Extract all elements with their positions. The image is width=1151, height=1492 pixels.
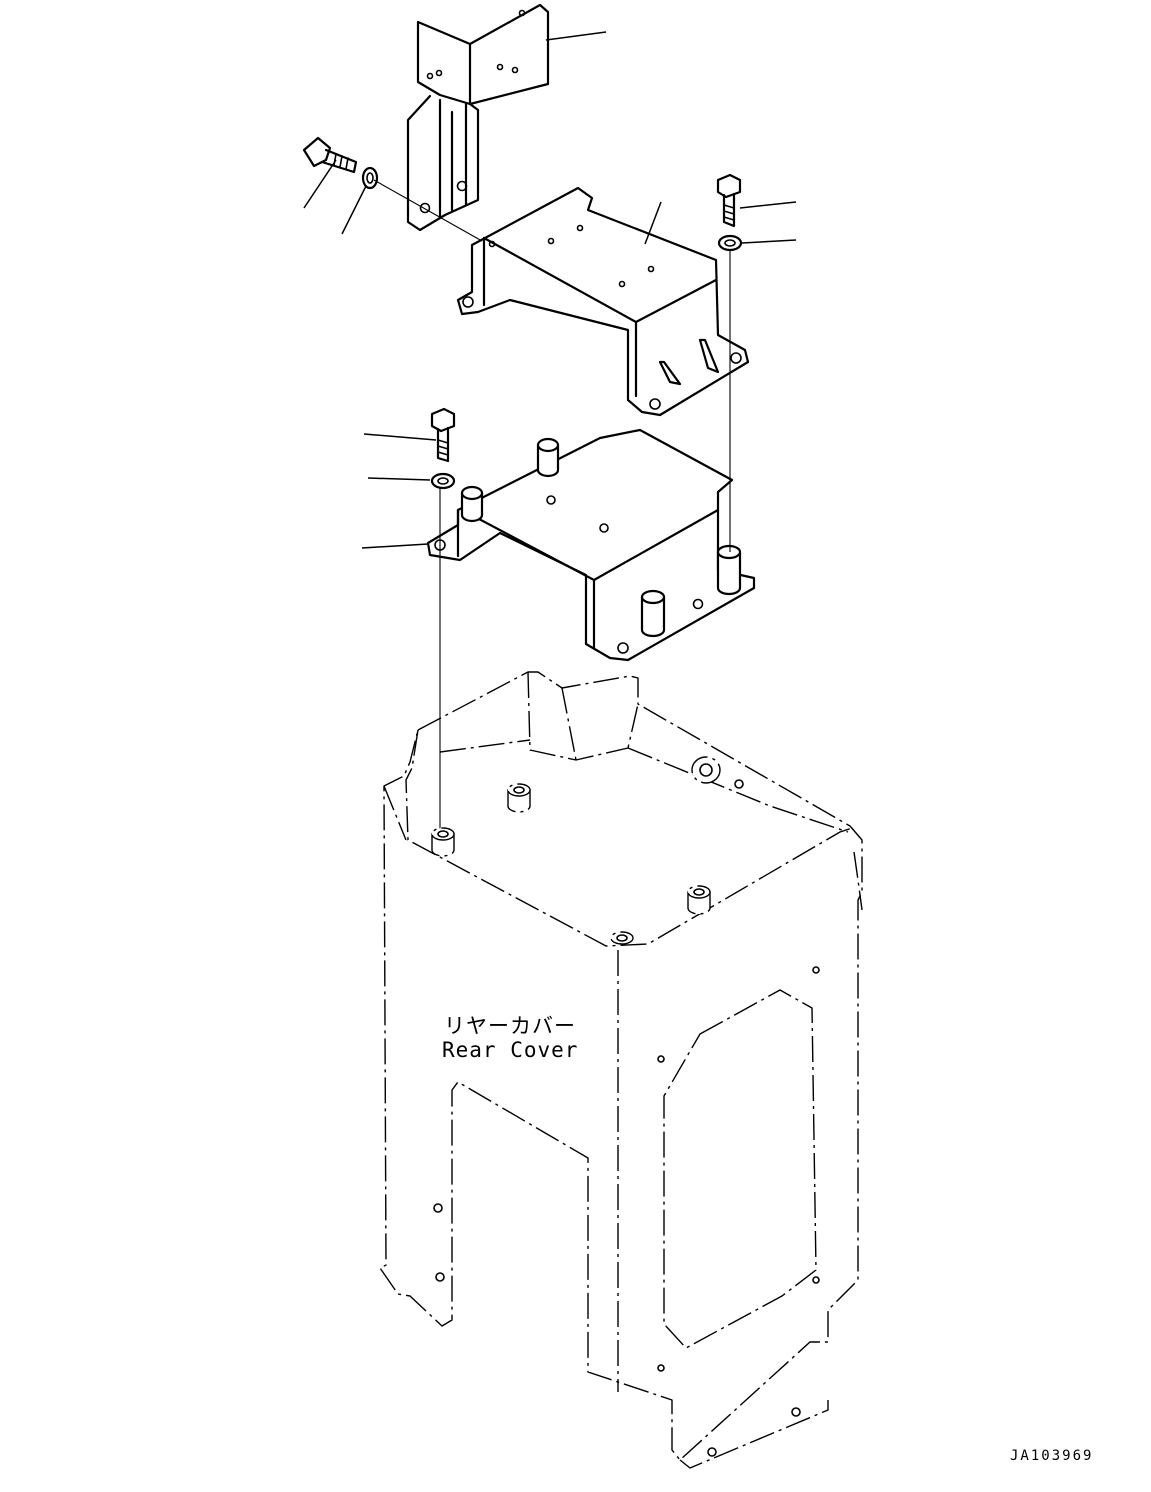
drawing-number: JA103969	[1010, 1448, 1094, 1464]
cover-boss	[431, 827, 455, 857]
bolt-lower-left	[430, 407, 456, 463]
rear-cover-phantom	[379, 671, 863, 1469]
leader-lines	[303, 31, 797, 549]
assembly-center-lines	[373, 179, 731, 830]
washer-lower-left	[430, 472, 456, 490]
upper-mount-bracket	[456, 186, 750, 417]
bolt-upper-right	[716, 173, 742, 228]
cover-boss	[691, 756, 721, 784]
bolt-upper-left	[302, 136, 358, 174]
cover-boss	[610, 931, 634, 945]
rear-cover-label-jp: リヤーカバー	[444, 1014, 576, 1038]
bracket-spacer	[640, 589, 666, 638]
bracket-spacer	[536, 437, 560, 478]
lower-mount-bracket	[426, 428, 756, 662]
bracket-spacer	[460, 485, 484, 523]
bracket-spacer	[716, 544, 742, 596]
cover-boss	[687, 885, 711, 915]
upper-angle-bracket	[406, 3, 550, 232]
rear-cover-label-en: Rear Cover	[442, 1038, 579, 1062]
washer-upper-right	[717, 234, 743, 252]
washer-upper-left	[361, 166, 379, 190]
cover-boss	[507, 783, 531, 813]
